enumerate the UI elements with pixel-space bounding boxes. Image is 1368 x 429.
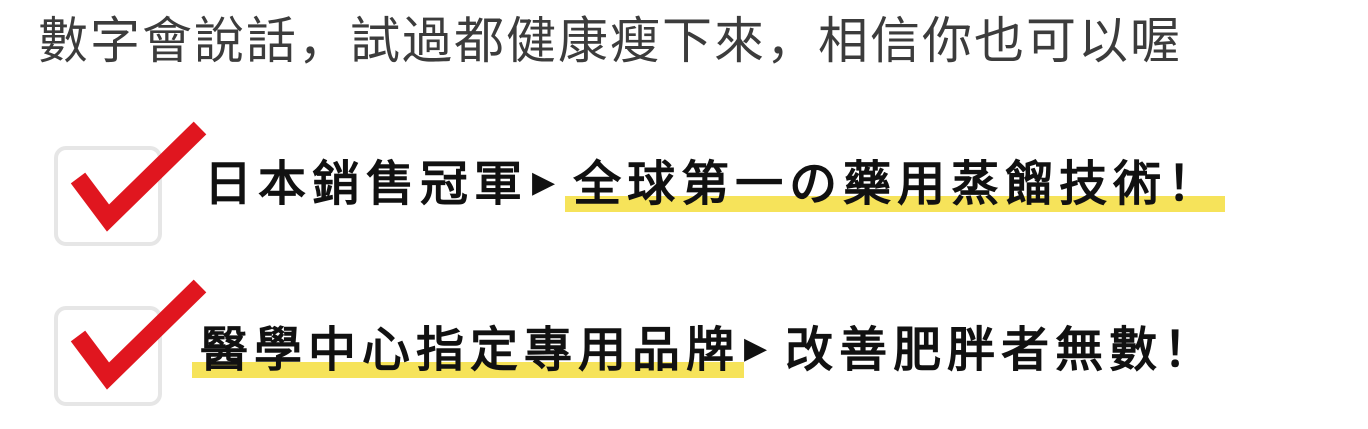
feature-lead-1: 日本銷售冠軍 bbox=[204, 156, 529, 212]
headline: 數字會說話，試過都健康瘦下來，相信你也可以喔 bbox=[38, 12, 1182, 70]
feature-tail-2: 改善肥胖者無數！ bbox=[785, 322, 1218, 378]
checkmark-icon bbox=[70, 121, 207, 232]
feature-lead-highlighted-2: 醫學中心指定專用品牌 bbox=[191, 322, 745, 378]
arrow-right-icon: ▶ bbox=[532, 165, 562, 200]
feature-tail-highlighted-1: 全球第一の藥用蒸餾技術！ bbox=[565, 156, 1226, 212]
arrow-right-icon: ▶ bbox=[744, 331, 774, 366]
feature-item-1: 日本銷售冠軍▶全球第一の藥用蒸餾技術！ bbox=[0, 112, 1368, 252]
checkbox-frame bbox=[54, 306, 162, 406]
feature-line-2: 醫學中心指定專用品牌▶ 改善肥胖者無數！ bbox=[191, 320, 1218, 383]
checkmark-icon bbox=[70, 279, 207, 390]
feature-item-2: 醫學中心指定專用品牌▶ 改善肥胖者無數！ bbox=[0, 278, 1368, 418]
feature-line-1: 日本銷售冠軍▶全球第一の藥用蒸餾技術！ bbox=[204, 154, 1226, 217]
